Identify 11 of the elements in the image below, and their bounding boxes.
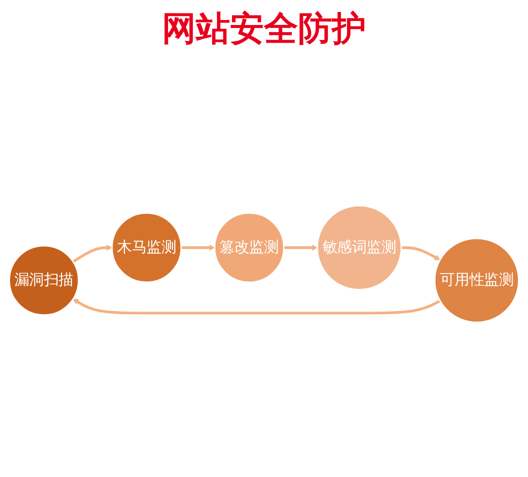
diagram-title: 网站安全防护	[161, 8, 367, 51]
node-circle: 木马监测	[111, 212, 182, 283]
node-circle: 漏洞扫描	[8, 245, 80, 316]
node-circle: 可用性监测	[434, 238, 520, 323]
arrow	[72, 244, 112, 263]
node-circle: 敏感词监测	[316, 205, 402, 290]
arrow	[284, 244, 318, 251]
node-circle: 篡改监测	[214, 212, 284, 283]
arrow	[401, 246, 440, 260]
arrow	[72, 298, 441, 314]
arrow	[181, 244, 215, 251]
